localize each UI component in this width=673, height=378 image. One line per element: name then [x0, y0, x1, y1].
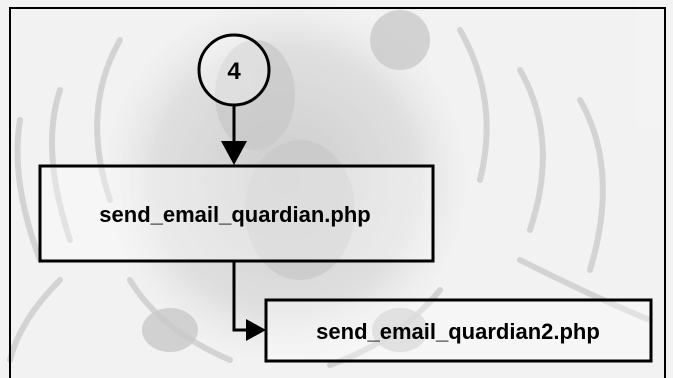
connector-node: 4 [197, 33, 271, 107]
process-box-send-email-quardian2: send_email_quardian2.php [264, 298, 653, 363]
edge-connector-to-n1 [221, 105, 247, 165]
process-box-label: send_email_quardian.php [99, 202, 370, 227]
connector-label: 4 [227, 58, 241, 85]
edge-n1-to-n2 [232, 261, 266, 341]
arrowhead [246, 319, 266, 341]
arrowhead [221, 141, 247, 165]
process-box-send-email-quardian: send_email_quardian.php [38, 164, 435, 263]
outer-frame [9, 7, 666, 378]
process-box-label: send_email_quardian2.php [316, 319, 600, 344]
